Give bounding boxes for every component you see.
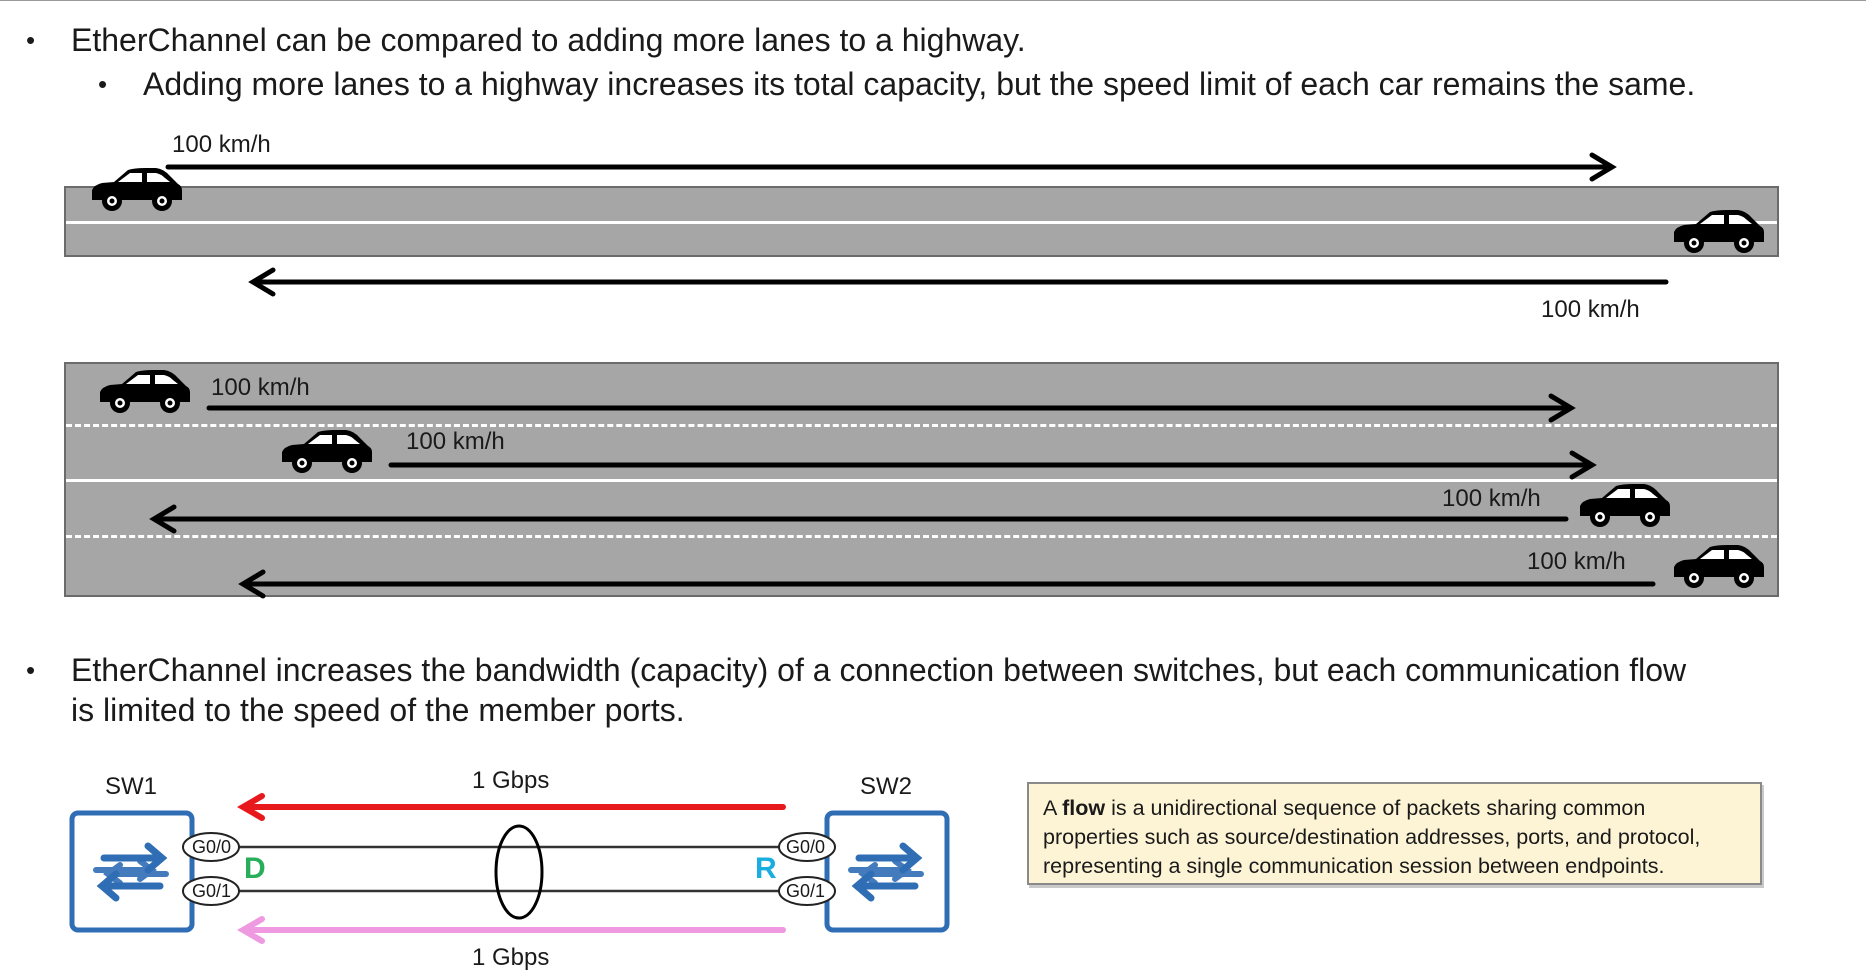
bullet-1-sub-text: Adding more lanes to a highway increases…	[143, 66, 1696, 102]
lane-divider	[66, 479, 1777, 482]
car-icon	[282, 430, 372, 473]
bullet-icon: •	[98, 69, 108, 99]
sw2-name: SW2	[860, 773, 913, 800]
bullet-1: • EtherChannel can be compared to adding…	[26, 20, 1026, 60]
bundle-ellipse	[494, 824, 544, 920]
speed-label: 100 km/h	[1527, 548, 1626, 575]
speed-label: 100 km/h	[211, 374, 310, 401]
arrow-icon	[388, 450, 1597, 480]
bullet-2-line2: is limited to the speed of the member po…	[71, 692, 685, 728]
port-label: G0/1	[786, 881, 826, 901]
arrow-icon	[238, 569, 1656, 599]
designated-role: D	[244, 852, 266, 885]
speed-label: 100 km/h	[172, 131, 271, 158]
bottom-speed-label: 1 Gbps	[472, 944, 550, 971]
car-icon	[100, 370, 190, 413]
car-icon	[1580, 484, 1670, 527]
car-icon	[1674, 210, 1764, 253]
bullet-1-sub: • Adding more lanes to a highway increas…	[98, 64, 1696, 104]
bullet-icon: •	[26, 655, 36, 685]
flow-definition-note: A flow is a unidirectional sequence of p…	[1027, 782, 1762, 885]
arrow-icon	[149, 504, 1569, 534]
bullet-2-line1: EtherChannel increases the bandwidth (ca…	[71, 652, 1687, 688]
car-icon	[92, 168, 182, 211]
arrow-icon	[237, 916, 786, 944]
lane-divider	[66, 221, 1777, 224]
root-role: R	[755, 852, 777, 885]
switch-icon	[824, 810, 950, 933]
port-label: G0/1	[192, 881, 232, 901]
lane-divider-dashed	[66, 424, 1777, 427]
four-lane-road	[64, 362, 1779, 597]
bullet-2: • EtherChannel increases the bandwidth (…	[26, 650, 1687, 730]
sw1-name: SW1	[105, 773, 158, 800]
arrow-icon	[165, 152, 1617, 182]
lane-divider-dashed	[66, 535, 1777, 538]
bullet-1-text: EtherChannel can be compared to adding m…	[71, 22, 1026, 58]
bullet-icon: •	[26, 25, 36, 55]
note-term: flow	[1062, 796, 1106, 820]
arrow-icon	[248, 267, 1669, 297]
switch-icon	[69, 810, 195, 933]
note-prefix: A	[1043, 796, 1063, 820]
arrow-icon	[206, 393, 1576, 423]
top-speed-label: 1 Gbps	[472, 767, 550, 794]
port-label: G0/0	[192, 837, 232, 857]
port-label: G0/0	[786, 837, 826, 857]
speed-label: 100 km/h	[1541, 296, 1640, 323]
arrow-icon	[237, 793, 786, 821]
car-icon	[1674, 545, 1764, 588]
note-body: is a unidirectional sequence of packets …	[1043, 796, 1701, 878]
speed-label: 100 km/h	[1442, 485, 1541, 512]
top-divider	[0, 0, 1866, 1]
two-lane-road	[64, 186, 1779, 257]
speed-label: 100 km/h	[406, 428, 505, 455]
